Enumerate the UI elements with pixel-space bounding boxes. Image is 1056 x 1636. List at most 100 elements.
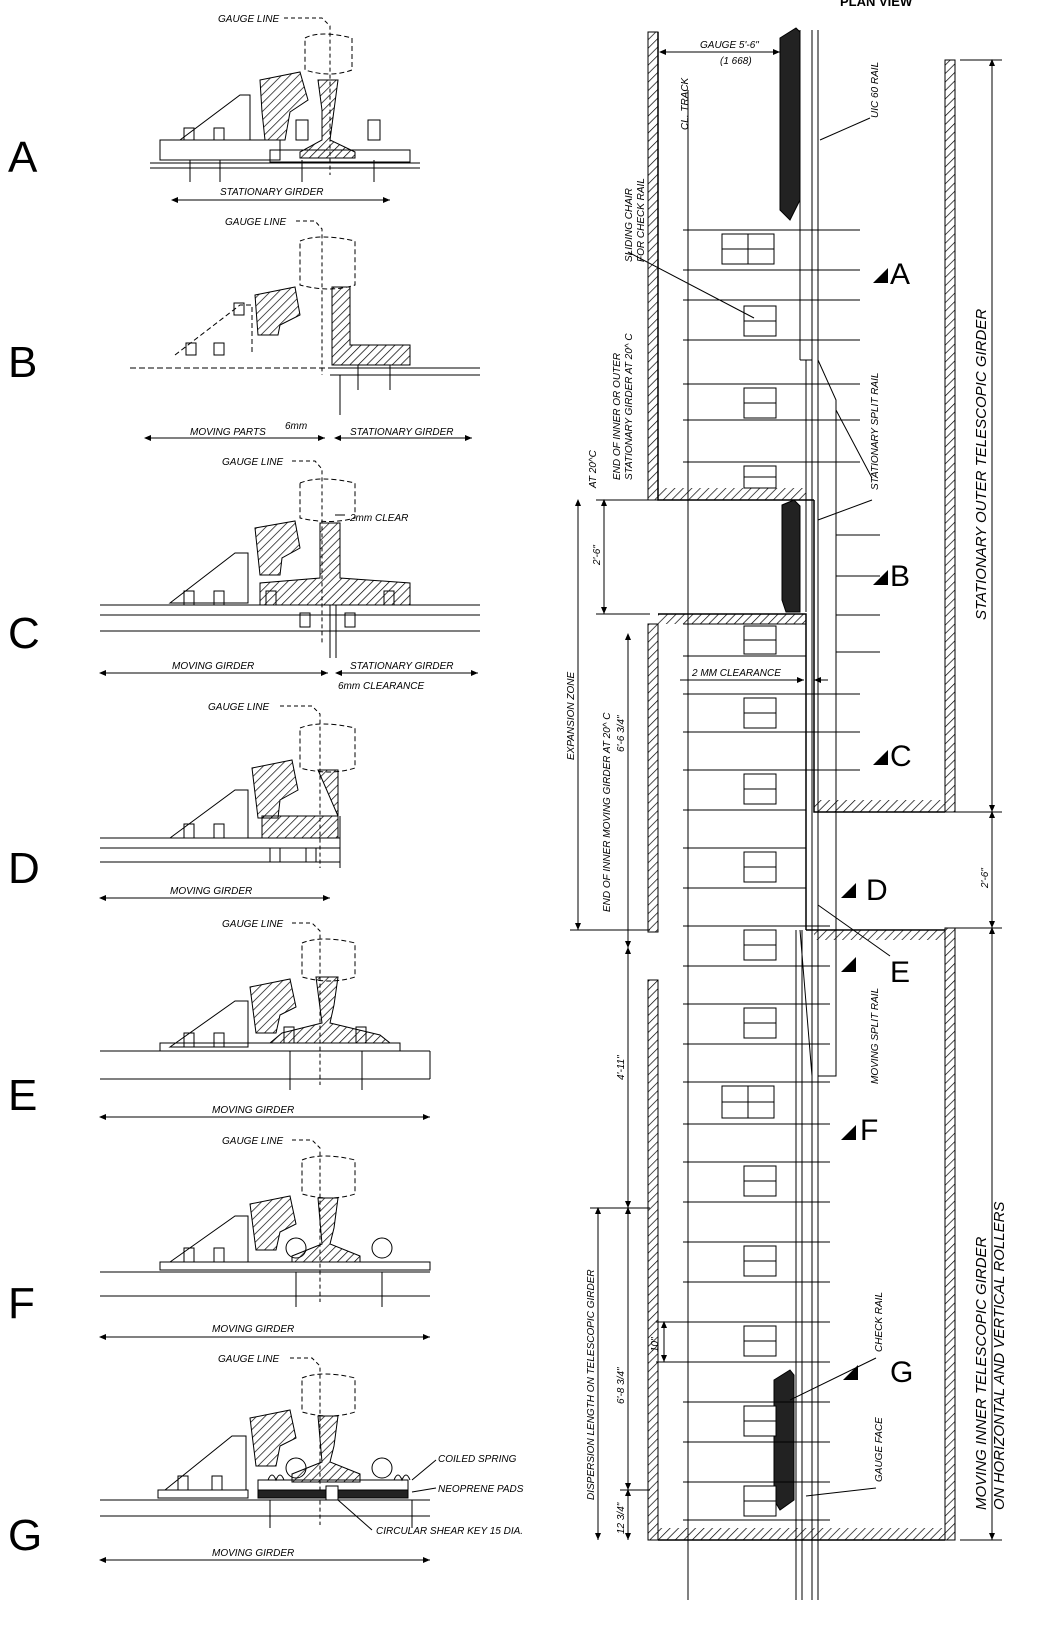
detail-b: B GAUGE LINE MOVING PARTS 6mm STATIONARY… [8, 217, 480, 441]
gauge-line-label-f: GAUGE LINE [222, 1136, 283, 1147]
detail-d: D GAUGE LINE MOVING GIRDER [8, 702, 356, 901]
sleeper [683, 693, 860, 733]
section-mark-e: E [817, 904, 910, 989]
detail-c: C GAUGE LINE 2mm CLEAR MOVING GIRDER STA… [8, 457, 480, 692]
moving-split-rail-label: MOVING SPLIT RAIL [870, 988, 881, 1084]
gauge-dimension: GAUGE 5'-6" [700, 40, 759, 51]
dim-b-0: MOVING PARTS [190, 427, 266, 438]
sleeper [683, 847, 806, 889]
moving-inner-label-1: MOVING INNER TELESCOPIC GIRDER [973, 1236, 990, 1510]
section-d: D [866, 874, 888, 907]
gauge-line-label-e: GAUGE LINE [222, 919, 283, 930]
dim-c-1: MOVING GIRDER [172, 661, 254, 672]
dim-2-6-upper: 2'-6" [592, 545, 603, 566]
detail-letter-b: B [8, 338, 37, 387]
sleeper [683, 1241, 830, 1283]
sleeper [683, 1481, 830, 1521]
dim-10: 10" [650, 1337, 661, 1352]
sleeper [836, 614, 880, 653]
sliding-chair-label-2: FOR CHECK RAIL [636, 178, 647, 262]
dim-f-0: MOVING GIRDER [212, 1324, 294, 1335]
dim-6-8: 6'-8 3/4" [616, 1367, 627, 1404]
gauge-line-label-d: GAUGE LINE [208, 702, 269, 713]
dim-b-2: STATIONARY GIRDER [350, 427, 454, 438]
section-mark-b: B [873, 560, 910, 593]
sleeper [683, 623, 806, 657]
sleeper [683, 1321, 830, 1363]
sleeper [683, 1401, 830, 1443]
dim-d-0: MOVING GIRDER [170, 886, 252, 897]
gauge-line-label-a: GAUGE LINE [218, 14, 279, 25]
sleeper [683, 383, 860, 421]
dim-a-0: STATIONARY GIRDER [220, 187, 324, 198]
section-g: G [890, 1356, 913, 1389]
end-outer-label-2: STATIONARY GIRDER AT 20^ C [624, 333, 635, 480]
section-b: B [890, 560, 910, 593]
dim-e-0: MOVING GIRDER [212, 1105, 294, 1116]
section-a: A [890, 258, 910, 291]
at-20-label: AT 20^C [588, 449, 599, 489]
expansion-zone-label: EXPANSION ZONE [566, 672, 577, 760]
dim-4-11: 4'-11" [616, 1055, 627, 1080]
section-e: E [890, 956, 910, 989]
sleeper [683, 925, 830, 967]
detail-letter-c: C [8, 609, 40, 658]
gauge-line-label-c: GAUGE LINE [222, 457, 283, 468]
dim-c-3: 6mm CLEARANCE [338, 681, 424, 692]
stationary-outer-label: STATIONARY OUTER TELESCOPIC GIRDER [973, 309, 990, 620]
section-mark-d: D [841, 874, 888, 907]
dim-b-1: 6mm [285, 421, 307, 432]
check-rail-label: CHECK RAIL [874, 1292, 885, 1352]
dim-6-6: 6'-6 3/4" [616, 715, 627, 752]
dim-g-1: COILED SPRING [438, 1454, 517, 1465]
uic-rail-label: UIC 60 RAIL [870, 62, 881, 118]
detail-letter-a: A [8, 133, 38, 182]
dim-g-3: CIRCULAR SHEAR KEY 15 DIA. [376, 1526, 523, 1537]
plan-view: PLAN VIEW CL. TRACK [566, 0, 1008, 1600]
dim-g-0: MOVING GIRDER [212, 1548, 294, 1559]
end-inner-label: END OF INNER MOVING GIRDER AT 20^ C [602, 712, 613, 912]
section-mark-g: G [843, 1356, 913, 1389]
sleeper [683, 1161, 830, 1203]
sleeper [683, 299, 860, 341]
sleeper [683, 461, 860, 489]
detail-letter-g: G [8, 1511, 42, 1560]
section-mark-a: A [873, 258, 910, 291]
section-details: A GAUGE LINE STATIONARY GIRDER B GAUGE L… [8, 14, 524, 1563]
gauge-line-label-g: GAUGE LINE [218, 1354, 279, 1365]
plan-title: PLAN VIEW [840, 0, 913, 9]
moving-inner-label-2: ON HORIZONTAL AND VERTICAL ROLLERS [991, 1202, 1008, 1510]
section-mark-f: F [841, 1114, 878, 1147]
gauge-dimension-mm: (1 668) [720, 56, 752, 67]
sliding-chair-label-1: SLIDING CHAIR [624, 188, 635, 262]
detail-f: F GAUGE LINE MOVING GIRDER [8, 1136, 431, 1340]
detail-e: E GAUGE LINE MOVING GIRDER [8, 919, 431, 1120]
sleeper [683, 1003, 830, 1045]
section-markers: A B C D E F G [817, 258, 913, 1389]
stationary-split-rail-label: STATIONARY SPLIT RAIL [870, 373, 881, 490]
sleeper [683, 1081, 830, 1125]
gauge-line-label-b: GAUGE LINE [225, 217, 286, 228]
sleeper [836, 534, 880, 577]
section-f: F [860, 1114, 878, 1147]
gauge-face-label: GAUGE FACE [874, 1417, 885, 1482]
sleeper [683, 769, 860, 811]
dispersion-label: DISPERSION LENGTH ON TELESCOPIC GIRDER [586, 1269, 597, 1500]
detail-letter-f: F [8, 1279, 35, 1328]
dim-c-0: 2mm CLEAR [349, 513, 408, 524]
detail-a: A GAUGE LINE STATIONARY GIRDER [8, 14, 420, 203]
end-outer-label-1: END OF INNER OR OUTER [612, 353, 623, 480]
detail-letter-e: E [8, 1071, 37, 1120]
detail-letter-d: D [8, 844, 40, 893]
section-c: C [890, 740, 912, 773]
dim-c-2: STATIONARY GIRDER [350, 661, 454, 672]
sleeper [683, 229, 860, 271]
dim-g-2: NEOPRENE PADS [438, 1484, 524, 1495]
cl-track-label: CL. TRACK [680, 76, 691, 130]
clearance-label: 2 MM CLEARANCE [691, 668, 781, 679]
detail-g: G GAUGE LINE COILED SPRING NEOPRENE PADS… [8, 1354, 524, 1563]
section-mark-c: C [873, 740, 912, 773]
dim-12: 12 3/4" [616, 1502, 627, 1534]
plan-sleepers [683, 229, 880, 1521]
